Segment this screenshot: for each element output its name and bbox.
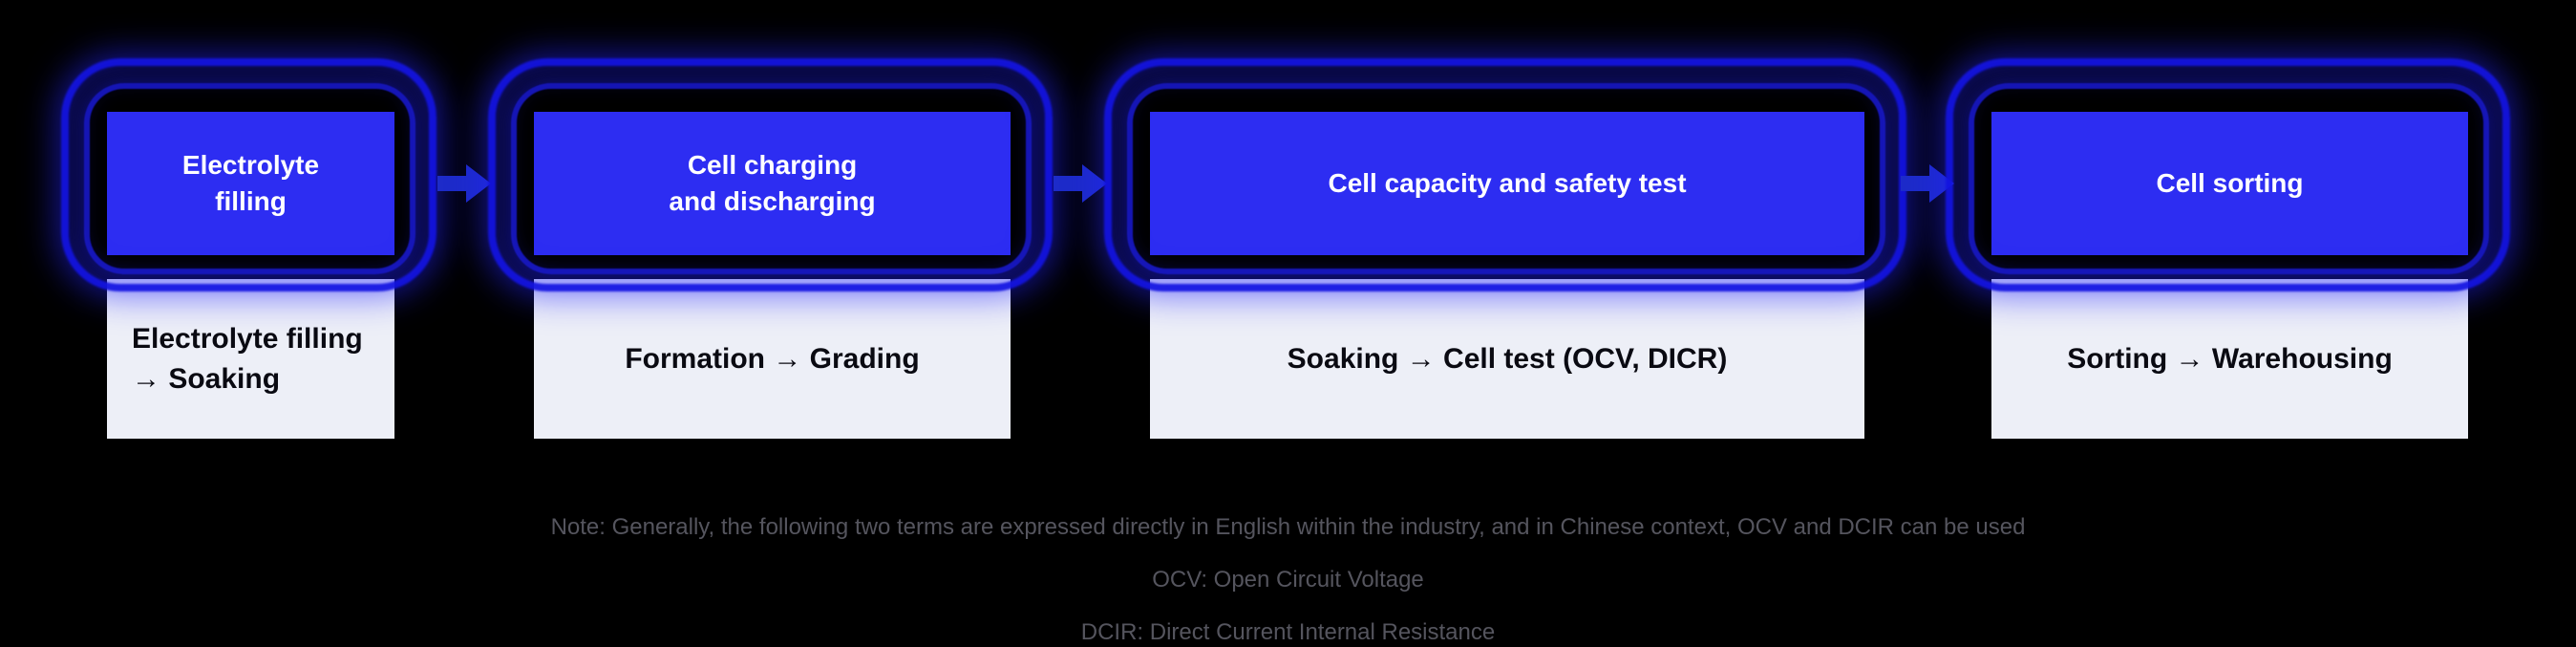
flow-arrow-icon (437, 164, 491, 203)
stage-body-label: Sorting → Warehousing (2067, 342, 2393, 375)
stage-header-box: Electrolyte filling (107, 112, 394, 255)
note-ocv-definition: OCV: Open Circuit Voltage (1152, 567, 1424, 593)
stage-body-label: Soaking → Cell test (OCV, DICR) (1287, 342, 1728, 375)
stage-body-box: Sorting → Warehousing (1991, 279, 2468, 439)
note-general: Note: Generally, the following two terms… (550, 514, 2026, 540)
stage-body-label: Electrolyte filling → Soaking (132, 322, 363, 395)
flow-arrow-icon (1054, 164, 1107, 203)
stage-cell-capacity-safety-test: Cell capacity and safety test Soaking → … (1150, 112, 1864, 439)
footnotes: Note: Generally, the following two terms… (0, 514, 2576, 647)
stage-header-label: Cell capacity and safety test (1328, 168, 1687, 199)
flow-arrow-icon (1901, 164, 1954, 203)
stage-header-label: Electrolyte filling (181, 150, 320, 216)
stage-header-label: Cell sorting (2156, 168, 2304, 199)
stage-body-box: Soaking → Cell test (OCV, DICR) (1150, 279, 1864, 439)
stage-header-box: Cell sorting (1991, 112, 2468, 255)
stage-cell-charging-discharging: Cell charging and discharging Formation … (534, 112, 1011, 439)
stage-header-box: Cell capacity and safety test (1150, 112, 1864, 255)
stage-header-box: Cell charging and discharging (534, 112, 1011, 255)
stage-body-box: Electrolyte filling → Soaking (107, 279, 394, 439)
stage-electrolyte-filling: Electrolyte filling Electrolyte filling … (107, 112, 394, 439)
stage-body-box: Formation → Grading (534, 279, 1011, 439)
stage-header-label: Cell charging and discharging (669, 150, 876, 216)
note-dcir-definition: DCIR: Direct Current Internal Resistance (1080, 619, 1496, 645)
stage-body-label: Formation → Grading (625, 342, 920, 375)
stage-cell-sorting: Cell sorting Sorting → Warehousing (1991, 112, 2468, 439)
